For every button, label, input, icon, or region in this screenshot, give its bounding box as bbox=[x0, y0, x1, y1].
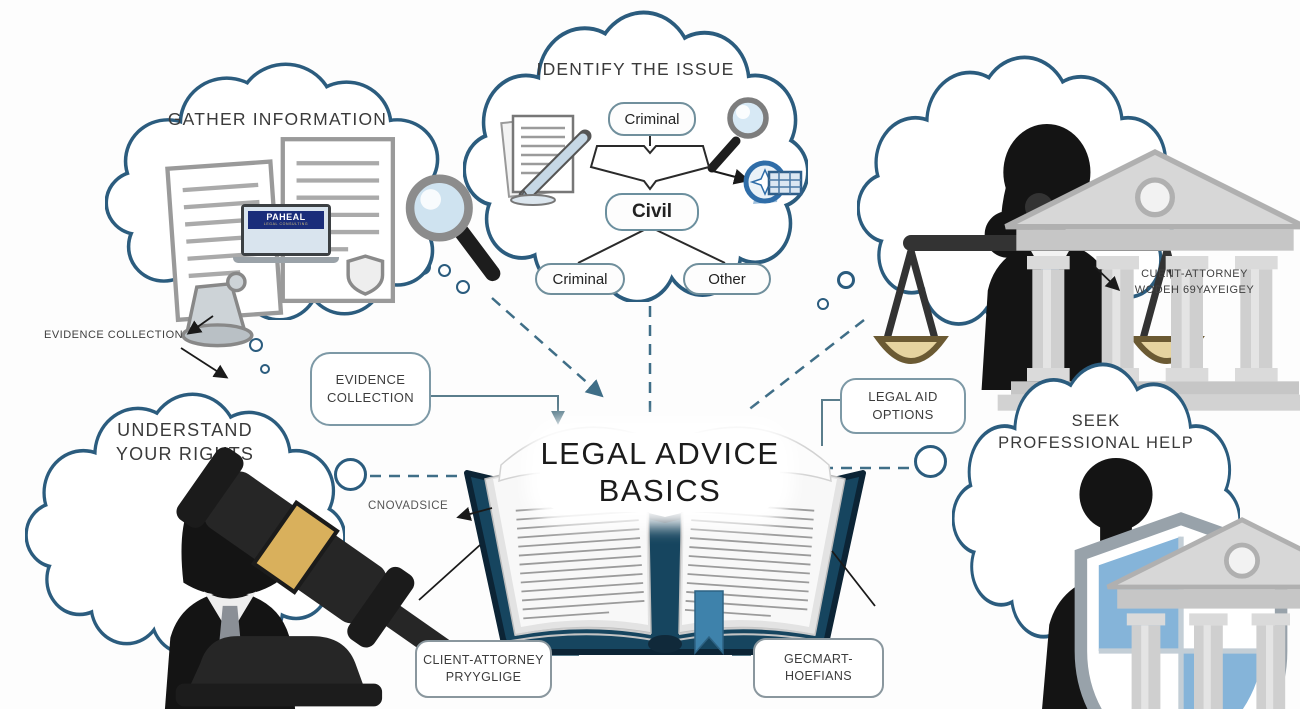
book-title: LEGAL ADVICE BASICS bbox=[540, 433, 780, 513]
flow-node-criminal-bottom: Criminal bbox=[535, 263, 625, 295]
arrow-cloud-to-evidence-label bbox=[186, 315, 214, 335]
flow-node-civil: Civil bbox=[605, 193, 699, 231]
dashed-line-legal-system-to-book bbox=[746, 319, 865, 412]
laptop-base bbox=[233, 257, 339, 263]
callout-line: COLLECTION bbox=[326, 390, 415, 405]
book-title-line: BASICS bbox=[598, 472, 722, 508]
compass-table-icon bbox=[743, 160, 803, 204]
laptop-brand-banner: PAHEAL LEGAL CONSULTING bbox=[248, 211, 324, 229]
magnifier-icon bbox=[405, 174, 501, 282]
label-cuent-attorney: CUENT-ATTORNEY WODEH 69YAYEIGEY bbox=[1122, 267, 1267, 299]
thought-bubble bbox=[837, 271, 855, 289]
flow-arrow-right bbox=[708, 169, 751, 185]
flow-node-criminal-top: Criminal bbox=[608, 102, 696, 136]
title-line: PROFESSIONAL HELP bbox=[998, 434, 1194, 453]
thought-bubble bbox=[438, 264, 451, 277]
laptop-icon: PAHEAL LEGAL CONSULTING bbox=[233, 204, 339, 263]
laptop-brand-text: PAHEAL bbox=[266, 212, 306, 222]
flow-branch-right bbox=[649, 226, 726, 264]
callout-line: GECMART- bbox=[784, 652, 853, 667]
thought-bubble bbox=[334, 458, 367, 491]
thought-cloud-identify-the-issue: IDENTIFY THE ISSUE bbox=[463, 10, 808, 302]
thought-cloud-seek-professional-help: SEEK PROFESSIONAL HELP bbox=[952, 362, 1240, 709]
laptop-brand-subtext: LEGAL CONSULTING bbox=[263, 222, 309, 226]
laptop-screen: PAHEAL LEGAL CONSULTING bbox=[241, 204, 331, 256]
label-line: WODEH 69YAYEIGEY bbox=[1134, 283, 1255, 296]
thought-cloud-gather-information: GATHER INFORMATION bbox=[105, 62, 501, 348]
label-cnovadsice: CNOVADSICE bbox=[368, 500, 449, 512]
documents-pencil-icon bbox=[500, 114, 592, 206]
cloud-title-identify-the-issue: IDENTIFY THE ISSUE bbox=[536, 59, 735, 79]
flow-node-label: Other bbox=[708, 270, 746, 288]
cloud-title-seek-professional-help: SEEK PROFESSIONAL HELP bbox=[952, 410, 1240, 455]
identify-issue-flowchart-graphics bbox=[500, 97, 803, 264]
flow-branch-left bbox=[577, 226, 651, 264]
thought-bubble bbox=[456, 280, 470, 294]
thought-cloud-legal-system bbox=[857, 55, 1177, 335]
magnifier-icon bbox=[707, 97, 769, 173]
callout-line: OPTIONS bbox=[872, 407, 934, 422]
title-line: SEEK bbox=[1071, 412, 1121, 430]
arrow-evidence-label-to-rights-cloud bbox=[180, 347, 229, 379]
callout-line: LEGAL AID bbox=[868, 389, 938, 405]
callout-line: CLIENT-ATTORNEY bbox=[423, 653, 544, 668]
connector-legal-aid-box-to-book bbox=[821, 399, 840, 446]
decision-shape bbox=[589, 145, 711, 191]
connector-evidence-box-to-book bbox=[427, 395, 565, 425]
thought-bubble bbox=[249, 338, 263, 352]
thought-bubble bbox=[260, 364, 270, 374]
flow-node-label: Civil bbox=[631, 201, 673, 222]
cloud-title-gather-information: GATHER INFORMATION bbox=[167, 109, 388, 129]
callout-line: EVIDENCE bbox=[335, 372, 406, 388]
callout-legal-aid-options-box: LEGAL AID OPTIONS bbox=[840, 378, 966, 434]
book-title-line: LEGAL ADVICE bbox=[540, 436, 780, 471]
book-text-lines-left bbox=[515, 501, 645, 620]
callout-client-attorney-box: CLIENT-ATTORNEY PRYYGLIGE bbox=[415, 640, 552, 698]
label-line: CUENT-ATTORNEY bbox=[1141, 268, 1248, 280]
callout-line: PRYYGLIGE bbox=[445, 670, 522, 684]
title-line: UNDERSTAND bbox=[117, 420, 253, 440]
callout-line: HOEFIANS bbox=[784, 669, 853, 683]
ribbon-bookmark-icon bbox=[694, 590, 724, 655]
annotation-line-left bbox=[418, 544, 481, 601]
thought-bubble bbox=[914, 445, 947, 478]
annotation-line-right bbox=[831, 550, 876, 607]
callout-evidence-collection-box: EVIDENCE COLLECTION bbox=[310, 352, 431, 426]
dashed-line-gather-to-book bbox=[491, 297, 604, 398]
flow-node-other: Other bbox=[683, 263, 771, 295]
flow-node-label: Criminal bbox=[552, 270, 608, 288]
arrow-book-to-cnovadsice-label bbox=[456, 507, 493, 521]
arrow-cloud-to-cuent-label bbox=[1093, 265, 1121, 291]
label-evidence-collection: EVIDENCE COLLECTION bbox=[44, 329, 184, 341]
flow-node-label: Criminal bbox=[624, 110, 680, 128]
thought-bubble bbox=[817, 298, 829, 310]
callout-gecmart-hoefians-box: GECMART- HOEFIANS bbox=[753, 638, 884, 698]
